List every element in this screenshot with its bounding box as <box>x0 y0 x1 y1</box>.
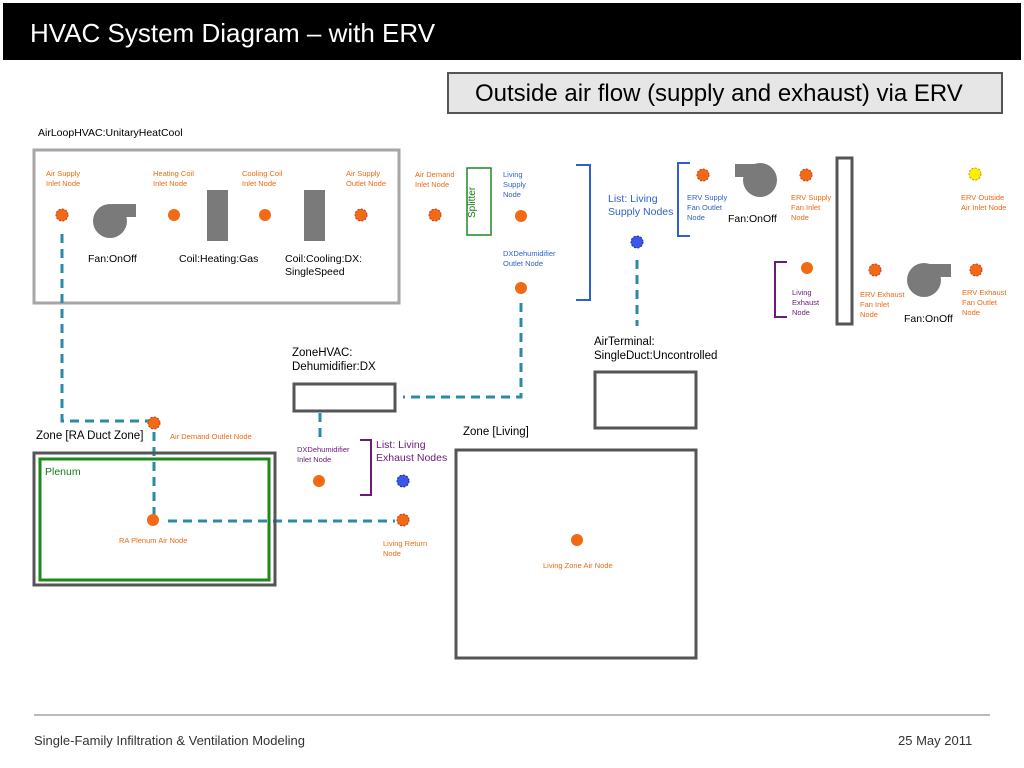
node-dot-icon <box>354 208 368 222</box>
node-label-erv-exhaust-fan-inlet: ERV Exhaust Fan Inlet Node <box>860 290 905 319</box>
node-label-erv-supply-fan-outlet: ERV Supply Fan Outlet Node <box>687 193 728 222</box>
plenum-box <box>38 457 271 582</box>
node-dot-icon <box>801 262 813 274</box>
node-label-ra-plenum-air: RA Plenum Air Node <box>119 536 188 545</box>
node-label-erv-exhaust-fan-outlet: ERV Exhaust Fan Outlet Node <box>962 288 1007 317</box>
node-dot-icon <box>259 209 271 221</box>
coil-icon <box>304 190 325 241</box>
plenum-label: Plenum <box>45 466 81 478</box>
node-label-living-exhaust: Living Exhaust Node <box>792 288 820 317</box>
node-dot-icon <box>968 167 982 181</box>
node-label-heating-coil-inlet: Heating Coil Inlet Node <box>153 169 194 188</box>
splitter-box <box>466 167 492 236</box>
footer-left: Single-Family Infiltration & Ventilation… <box>34 733 305 748</box>
node-dot-icon <box>799 168 813 182</box>
node-dot-icon <box>868 263 882 277</box>
node-dot-icon <box>428 208 442 222</box>
dehumidifier-box <box>292 382 397 413</box>
page-title: HVAC System Diagram – with ERV <box>30 18 436 48</box>
node-label-erv-outside-air-inlet: ERV Outside Air Inlet Node <box>961 193 1007 212</box>
node-dot-icon <box>168 209 180 221</box>
exhaust-list-bracket <box>360 439 372 496</box>
duct-lines <box>60 234 639 523</box>
node-label-living-zone-air: Living Zone Air Node <box>543 561 613 570</box>
node-label-living-supply: Living Supply Node <box>503 170 526 199</box>
node-dot-icon <box>313 475 325 487</box>
duct-supply-to-ra <box>60 234 150 423</box>
supply-list-bracket <box>576 164 591 301</box>
node-label-air-supply-outlet: Air Supply Outlet Node <box>346 169 387 188</box>
node-dot-icon <box>515 210 527 222</box>
fan-icon <box>735 163 777 197</box>
node-dot-icon <box>396 513 410 527</box>
footer-date: 25 May 2011 <box>898 733 973 748</box>
living-zone-label: Zone [Living] <box>463 426 529 438</box>
living-zone-box <box>454 448 698 660</box>
node-label-air-supply-inlet: Air Supply Inlet Node <box>46 169 81 188</box>
air-terminal-box <box>593 370 698 430</box>
node-label-erv-supply-fan-inlet: ERV Supply Fan Inlet Node <box>791 193 832 222</box>
node-dot-icon <box>969 263 983 277</box>
node-dot-icon <box>696 168 710 182</box>
air-terminal-label: AirTerminal: SingleDuct:Uncontrolled <box>594 336 718 362</box>
ra-duct-zone-label: Zone [RA Duct Zone] <box>36 430 144 442</box>
erv-exhaust-bracket <box>774 261 787 318</box>
node-dot-icon <box>571 534 583 546</box>
erv-box <box>835 156 854 326</box>
node-dot-icon <box>147 514 159 526</box>
duct-dehum-outlet <box>403 303 523 399</box>
node-label-living-return: Living Return Node <box>383 539 428 558</box>
erv-supply-fan-label: Fan:OnOff <box>728 213 777 225</box>
dehumidifier-label: ZoneHVAC: Dehumidifier:DX <box>292 347 376 373</box>
node-dot-icon <box>630 235 644 249</box>
node-dots <box>55 167 983 546</box>
splitter-label: Splitter <box>467 186 478 218</box>
airloop-box <box>32 148 401 305</box>
fan-icon <box>907 263 951 297</box>
node-dot-icon <box>147 416 161 430</box>
node-label-air-demand-inlet: Air Demand Inlet Node <box>415 170 455 189</box>
heating-coil-label: Coil:Heating:Gas <box>179 253 259 265</box>
airloop-label: AirLoopHVAC:UnitaryHeatCool <box>38 127 183 139</box>
title-bar <box>3 3 1021 60</box>
fan-icon <box>93 204 136 238</box>
node-label-air-demand-outlet: Air Demand Outlet Node <box>170 432 252 441</box>
fan1-label: Fan:OnOff <box>88 253 137 265</box>
cooling-coil-label: Coil:Cooling:DX: SingleSpeed <box>285 253 363 278</box>
living-supply-list-label: List: Living Supply Nodes <box>608 193 674 218</box>
node-label-dxdehum-outlet: DXDehumidifier Outlet Node <box>503 249 556 268</box>
living-exhaust-list-label: List: Living Exhaust Nodes <box>376 439 448 464</box>
erv-exhaust-fan-label: Fan:OnOff <box>904 313 953 325</box>
erv-supply-bracket <box>677 162 690 237</box>
node-dot-icon <box>55 208 69 222</box>
subtitle-box <box>447 72 1003 114</box>
ra-duct-zone-box <box>32 451 277 587</box>
node-dot-icon <box>396 474 410 488</box>
node-label-dxdehum-inlet: DXDehumidifier Inlet Node <box>297 445 350 464</box>
coil-icon <box>207 190 228 241</box>
subtitle: Outside air flow (supply and exhaust) vi… <box>475 80 963 107</box>
node-label-cooling-coil-inlet: Cooling Coil Inlet Node <box>242 169 283 188</box>
node-dot-icon <box>515 282 527 294</box>
